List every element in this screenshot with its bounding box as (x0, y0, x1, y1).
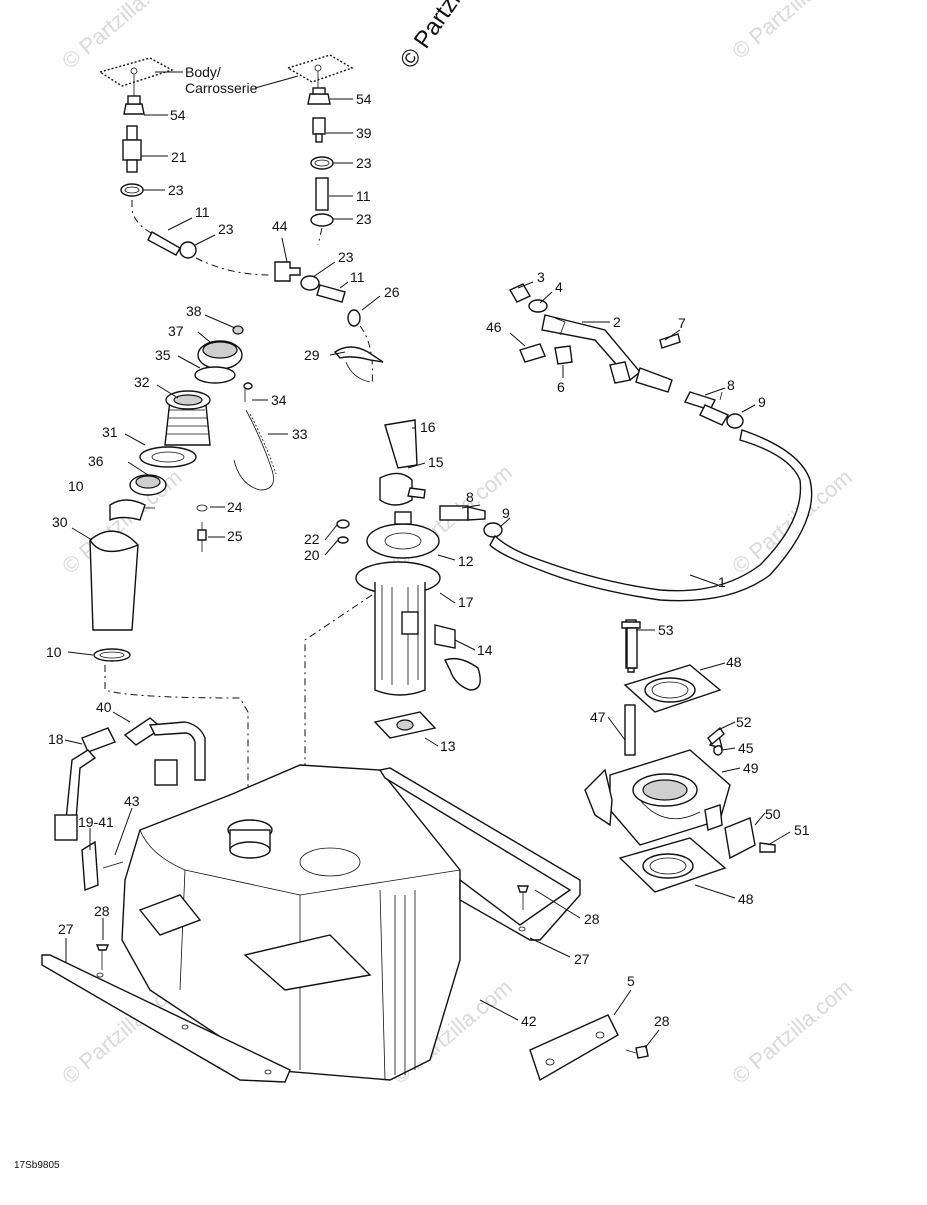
callout-25: 25 (227, 528, 243, 544)
fuel-rail-assembly (509, 283, 744, 429)
callout-52: 52 (736, 714, 752, 730)
callout-33: 33 (292, 426, 308, 442)
callout-4: 4 (555, 279, 563, 295)
callout-27: 27 (574, 951, 590, 967)
callout-35: 35 (155, 347, 171, 363)
callout-43: 43 (124, 793, 140, 809)
callout-1: 1 (718, 574, 726, 590)
screw-28 (95, 944, 110, 951)
callout-31: 31 (102, 424, 118, 440)
callout-10: 10 (46, 644, 62, 660)
callout-32: 32 (134, 374, 150, 390)
callout-29: 29 (304, 347, 320, 363)
fuel-hose-1 (489, 429, 813, 602)
filler-neck-assembly (89, 325, 277, 820)
callout-54: 54 (356, 91, 372, 107)
callout-51: 51 (794, 822, 810, 838)
callout-12: 12 (458, 553, 474, 569)
callout-10: 10 (68, 478, 84, 494)
callout-38: 38 (186, 303, 202, 319)
callout-28: 28 (654, 1013, 670, 1029)
callout-18: 18 (48, 731, 64, 747)
screw-28 (517, 885, 529, 893)
callout-8: 8 (466, 489, 474, 505)
tank-straps (54, 717, 206, 891)
fuel-tank (121, 764, 461, 1081)
callout-48: 48 (726, 654, 742, 670)
callout-20: 20 (304, 547, 320, 563)
callout-53: 53 (658, 622, 674, 638)
callout-39: 39 (356, 125, 372, 141)
callout-30: 30 (52, 514, 68, 530)
screw-53 (626, 627, 638, 669)
callout-28: 28 (94, 903, 110, 919)
callout-34: 34 (271, 392, 287, 408)
screw-28 (635, 1045, 649, 1059)
callout-24: 24 (227, 499, 243, 515)
callout-5: 5 (627, 973, 635, 989)
callout-47: 47 (590, 709, 606, 725)
callout-13: 13 (440, 738, 456, 754)
callout-11: 11 (350, 269, 365, 285)
bracket-5 (529, 1014, 619, 1082)
callout-36: 36 (88, 453, 104, 469)
leader-lines (64, 71, 791, 1049)
callout-14: 14 (477, 642, 493, 658)
callout-28: 28 (584, 911, 600, 927)
callout-23: 23 (218, 221, 234, 237)
callout-labels: 54 21 23 11 23 44 54 39 23 11 23 23 11 2… (46, 91, 810, 1029)
callout-46: 46 (486, 319, 502, 335)
body-label-line1: Body/ (185, 64, 221, 80)
callout-11: 11 (195, 204, 210, 220)
diagram-code: 17Sb9805 (14, 1160, 60, 1171)
callout-49: 49 (743, 760, 759, 776)
callout-9: 9 (502, 505, 510, 521)
callout-15: 15 (428, 454, 444, 470)
callout-23: 23 (338, 249, 354, 265)
body-label-line2: Carrosserie (185, 80, 258, 96)
callout-40: 40 (96, 699, 112, 715)
watermark-main: © Partzilla.com (395, 0, 510, 73)
callout-37: 37 (168, 323, 184, 339)
callout-23: 23 (356, 155, 372, 171)
callout-8: 8 (727, 377, 735, 393)
callout-9: 9 (758, 394, 766, 410)
callout-11: 11 (356, 188, 371, 204)
callout-48: 48 (738, 891, 754, 907)
callout-44: 44 (272, 218, 288, 234)
callout-6: 6 (557, 379, 565, 395)
clamp-29 (333, 346, 384, 363)
vent-assembly-left (98, 57, 301, 282)
watermark-faint: © Partzilla.com (727, 0, 857, 64)
watermark-faint: © Partzilla.com (57, 0, 187, 74)
callout-2: 2 (613, 314, 621, 330)
callout-26: 26 (384, 284, 400, 300)
callout-21: 21 (171, 149, 187, 165)
callout-17: 17 (458, 594, 474, 610)
callout-42: 42 (521, 1013, 537, 1029)
callout-27: 27 (58, 921, 74, 937)
callout-23: 23 (168, 182, 184, 198)
callout-16: 16 (420, 419, 436, 435)
callout-50: 50 (765, 806, 781, 822)
throttle-body-assembly (584, 619, 776, 893)
callout-54: 54 (170, 107, 186, 123)
callout-45: 45 (738, 740, 754, 756)
callout-7: 7 (678, 315, 686, 331)
support-rail-27-right (378, 767, 581, 941)
callout-3: 3 (537, 269, 545, 285)
callout-23: 23 (356, 211, 372, 227)
callout-19-41: 19-41 (78, 814, 114, 830)
watermark-faint: © Partzilla.com (727, 974, 857, 1088)
callout-22: 22 (304, 531, 320, 547)
support-rail-27-left (41, 954, 291, 1083)
vent-assembly-right (286, 54, 373, 386)
fuel-pump-assembly (304, 419, 503, 850)
